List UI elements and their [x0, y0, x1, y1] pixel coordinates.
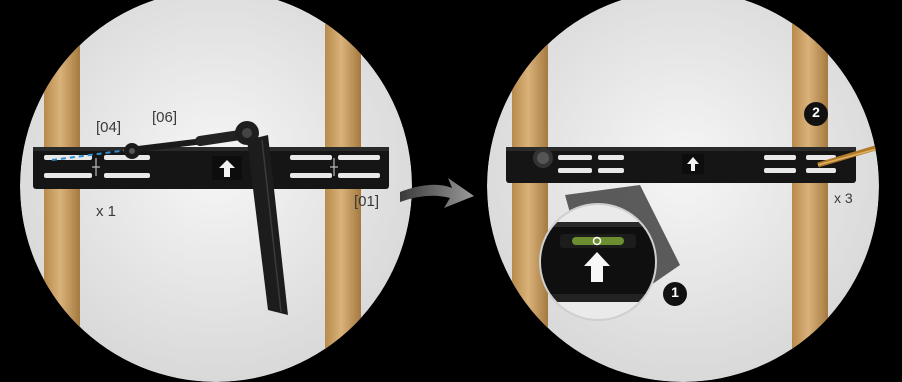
part-label-01: [01] — [354, 193, 379, 210]
quantity-label-step2: x 3 — [834, 190, 853, 206]
right-stud-2 — [792, 0, 828, 382]
callout-1-number: 1 — [663, 284, 687, 300]
quantity-label-step1: x 1 — [96, 203, 116, 220]
wall-bracket-2 — [506, 147, 856, 183]
step1-panel — [20, 0, 412, 382]
part-label-04: [04] — [96, 119, 121, 136]
left-stud-2 — [512, 0, 548, 382]
part-label-06: [06] — [152, 109, 177, 126]
zoom-inset — [540, 204, 656, 320]
right-stud — [325, 0, 361, 382]
left-stud — [44, 0, 80, 382]
callout-2-number: 2 — [804, 104, 828, 120]
wall-bracket — [33, 147, 389, 189]
